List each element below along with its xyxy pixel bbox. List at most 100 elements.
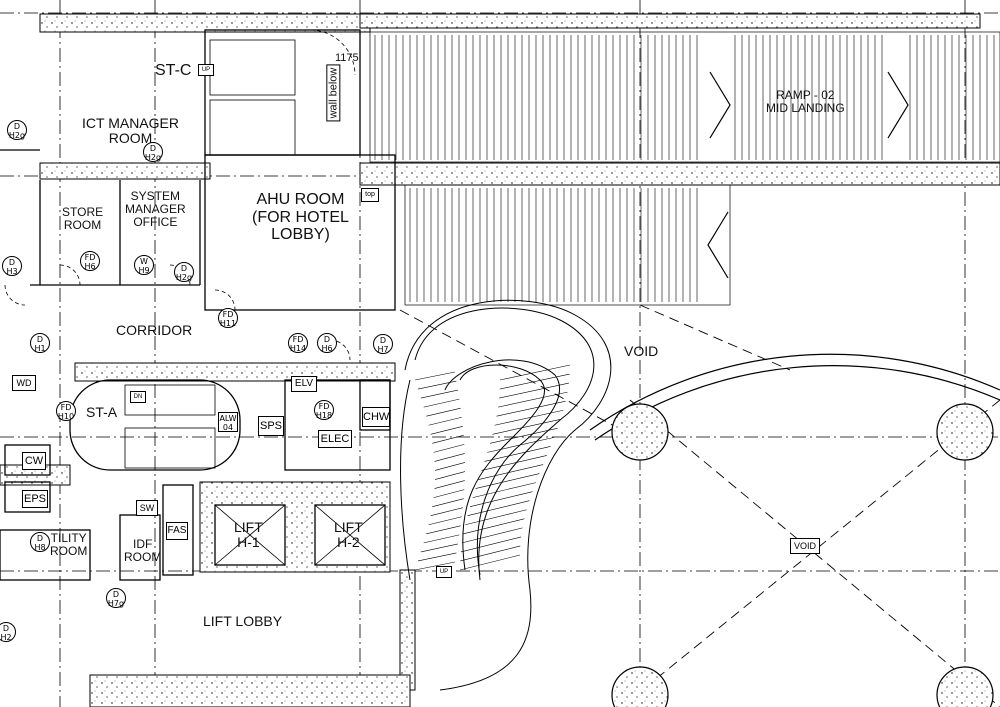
spiral-tread bbox=[417, 380, 457, 390]
spiral-tread bbox=[423, 534, 460, 544]
room-label-fas: FAS bbox=[166, 522, 188, 540]
spiral-tread bbox=[433, 444, 465, 453]
spiral-tread bbox=[426, 525, 461, 535]
ramp-stripes-bottom bbox=[409, 188, 698, 302]
ramp-stripes-top bbox=[374, 35, 995, 160]
spiral-tread bbox=[467, 500, 530, 517]
wall-below-note: wall below bbox=[326, 64, 341, 122]
spiral-tread bbox=[484, 446, 551, 462]
spiral-tread bbox=[414, 561, 456, 571]
room-label-ramp: RAMP - 02 MID LANDING bbox=[766, 88, 845, 116]
spiral-tread bbox=[434, 462, 466, 471]
spiral-tread bbox=[430, 425, 463, 435]
spiral-tread bbox=[475, 473, 540, 489]
spiral-tread bbox=[434, 453, 465, 462]
dn-marker-st-a: DN bbox=[130, 391, 146, 403]
spiral-tread bbox=[459, 554, 521, 571]
spiral-tread bbox=[465, 509, 527, 526]
room-label-void-center: VOID bbox=[790, 538, 820, 554]
up-marker-st-c: UP bbox=[198, 64, 214, 76]
stair-st-c bbox=[209, 39, 296, 156]
spiral-tread bbox=[469, 491, 533, 507]
room-label-chw: CHW bbox=[362, 407, 390, 427]
spiral-tread bbox=[499, 373, 570, 390]
up-marker-spiral: UP bbox=[436, 566, 452, 578]
stair-st-a bbox=[124, 384, 216, 469]
spiral-tread bbox=[499, 364, 571, 381]
room-label-wd: WD bbox=[12, 375, 36, 391]
round-columns bbox=[611, 403, 994, 707]
spiral-tread bbox=[460, 545, 521, 562]
lift-cross-lines bbox=[214, 504, 386, 566]
spiral-tread bbox=[463, 518, 525, 535]
spiral-tread bbox=[460, 536, 522, 553]
room-label-void-top: VOID bbox=[624, 343, 659, 359]
spiral-tread bbox=[434, 480, 465, 489]
spiral-tread bbox=[428, 516, 462, 526]
spiral-tread bbox=[478, 464, 544, 480]
room-label-elv: ELV bbox=[291, 376, 317, 392]
spiral-tread bbox=[423, 398, 460, 408]
spiral-tread bbox=[461, 527, 523, 544]
room-label-lift-h1: LIFT H-1 bbox=[234, 519, 263, 551]
ramp-hatching bbox=[369, 31, 1000, 306]
top-marker: top bbox=[361, 188, 379, 202]
spiral-tread bbox=[417, 552, 457, 562]
spiral-tread bbox=[494, 409, 564, 426]
spiral-tread bbox=[433, 489, 465, 498]
room-label-lift-lobby: LIFT LOBBY bbox=[203, 613, 283, 629]
spiral-tread bbox=[432, 435, 464, 444]
room-label-lift-h2: LIFT H-2 bbox=[334, 519, 363, 551]
dimension-1175: 1175 bbox=[335, 52, 359, 64]
spiral-tread bbox=[432, 498, 464, 507]
spiral-tread bbox=[420, 543, 459, 553]
room-label-sw: SW bbox=[136, 500, 158, 516]
room-walls bbox=[0, 29, 396, 581]
room-label-ahu-room: AHU ROOM (FOR HOTEL LOBBY) bbox=[252, 191, 349, 244]
spiral-tread bbox=[487, 437, 555, 453]
spiral-tread bbox=[496, 400, 566, 417]
spiral-tread bbox=[481, 455, 547, 471]
spiral-tread bbox=[414, 371, 456, 381]
room-label-store-room: STORE ROOM bbox=[62, 205, 104, 233]
room-label-idf-room: IDF ROOM bbox=[124, 537, 162, 565]
room-label-st-a: ST-A bbox=[86, 404, 118, 420]
spiral-tread bbox=[472, 482, 536, 498]
spiral-tread bbox=[499, 382, 569, 399]
room-label-sps: SPS bbox=[258, 416, 284, 436]
spiral-tread bbox=[426, 407, 461, 417]
spiral-tread bbox=[434, 471, 466, 480]
spiral-tread bbox=[420, 389, 459, 399]
spiral-tread bbox=[489, 428, 558, 444]
room-label-elec: ELEC bbox=[318, 430, 352, 448]
spiral-stair bbox=[400, 299, 612, 691]
spiral-tread bbox=[430, 507, 463, 517]
room-label-corridor: CORRIDOR bbox=[116, 322, 193, 338]
room-label-eps: EPS bbox=[22, 490, 48, 508]
spiral-tread bbox=[492, 418, 561, 435]
room-label-ict-manager: ICT MANAGER ROOM bbox=[82, 115, 179, 147]
ramp-chevrons bbox=[707, 71, 909, 279]
spiral-tread bbox=[428, 416, 462, 426]
room-label-cw: CW bbox=[22, 452, 46, 470]
room-label-utility-room: TILITY ROOM bbox=[50, 531, 88, 559]
